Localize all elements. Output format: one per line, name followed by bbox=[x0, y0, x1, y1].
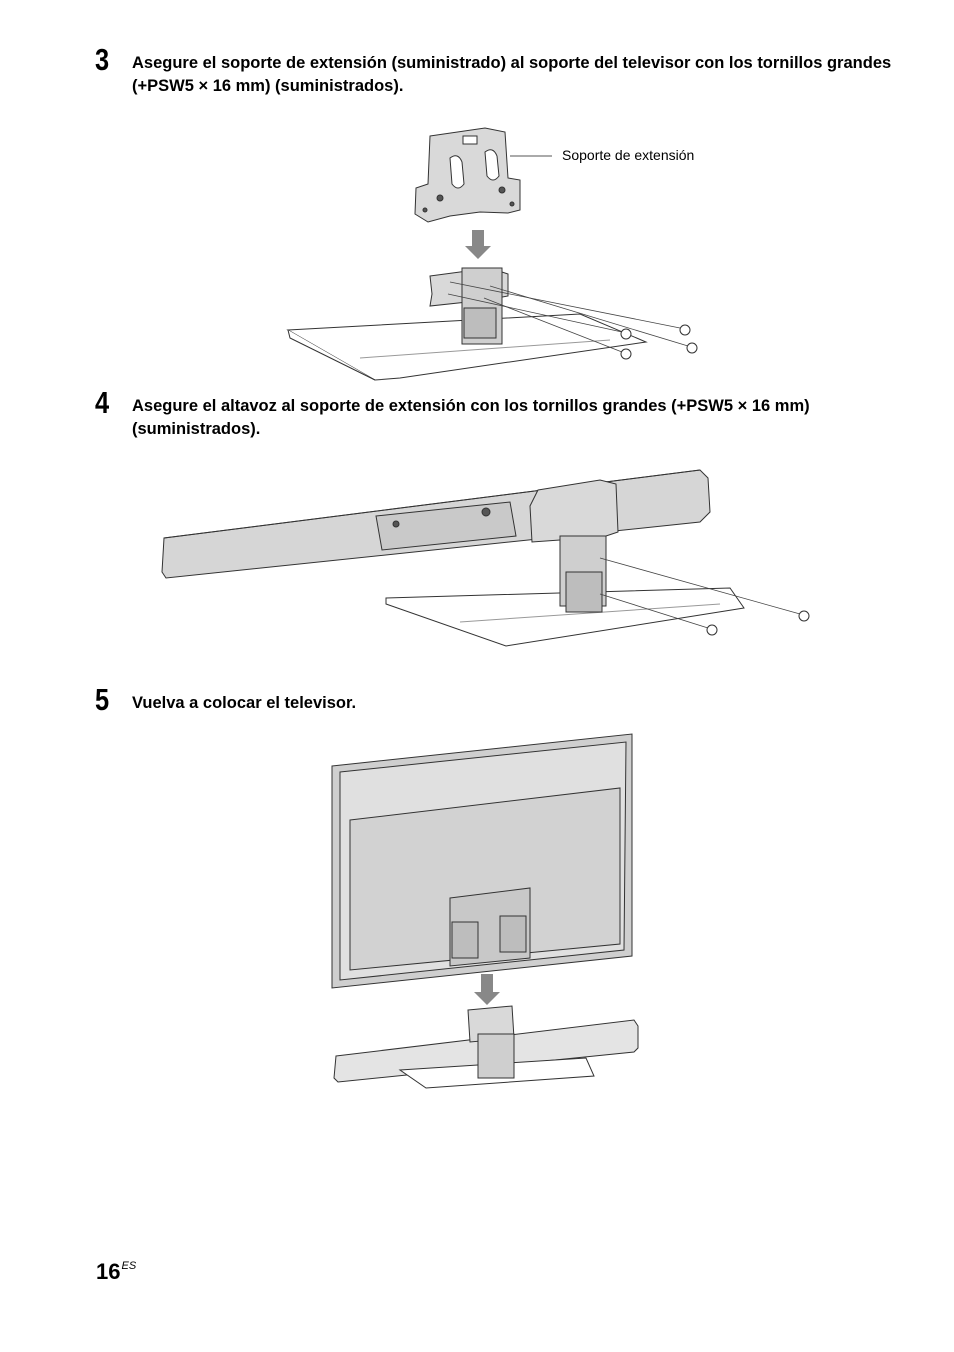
step-5-number: 5 bbox=[95, 682, 110, 717]
step-4-instruction: Asegure el altavoz al soporte de extensi… bbox=[132, 397, 810, 438]
page-number: 16ES bbox=[96, 1259, 136, 1285]
step-3-number: 3 bbox=[95, 42, 110, 77]
step-4-number: 4 bbox=[95, 385, 110, 420]
extension-bracket-callout: Soporte de extensión bbox=[562, 147, 695, 163]
stand-post bbox=[429, 267, 509, 345]
step-5-instruction: Vuelva a colocar el televisor. bbox=[132, 694, 357, 712]
extension-bracket bbox=[467, 1005, 515, 1079]
screws bbox=[706, 610, 810, 636]
figure-tv-reattachment bbox=[328, 730, 640, 1090]
tv-back bbox=[331, 733, 633, 989]
figure-extension-bracket-assembly bbox=[280, 118, 720, 388]
language-code: ES bbox=[121, 1260, 137, 1272]
tv-stand-base bbox=[385, 587, 745, 647]
page-number-value: 16 bbox=[96, 1259, 121, 1284]
screws bbox=[620, 324, 698, 360]
extension-bracket bbox=[414, 127, 521, 223]
extension-bracket bbox=[529, 479, 619, 613]
figure-speaker-attachment bbox=[160, 462, 820, 652]
step-3-instruction: Asegure el soporte de extensión (suminis… bbox=[132, 54, 892, 95]
